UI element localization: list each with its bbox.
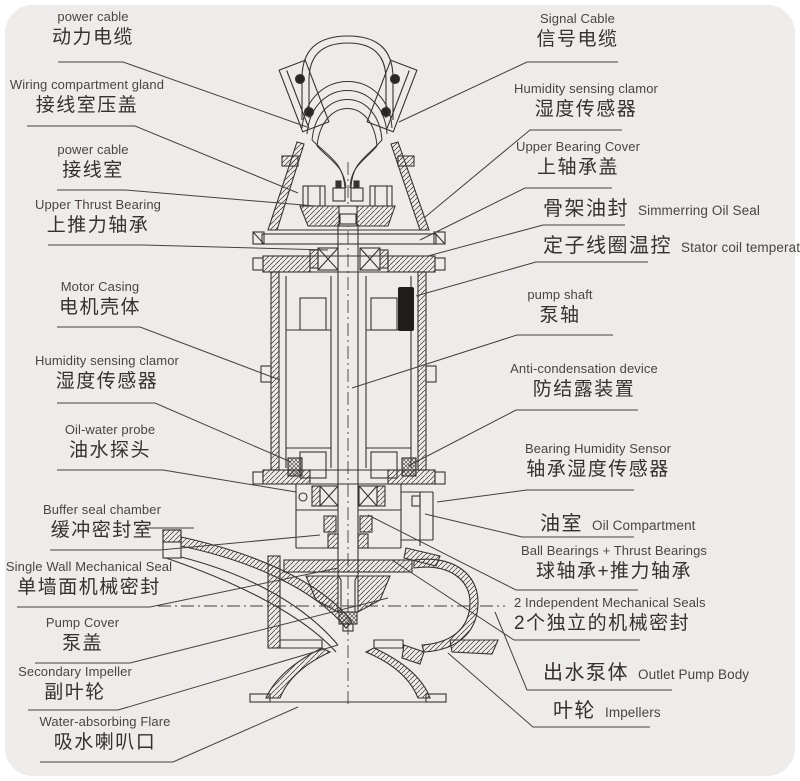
cable-clamps (278, 59, 418, 133)
water-absorbing-flare (249, 647, 447, 703)
motor-top-flange (252, 255, 446, 273)
top-cone-shell (267, 141, 430, 231)
upper-thrust-bearing (309, 247, 389, 271)
power-cables (301, 81, 393, 200)
bearing-and-oil-compartment (295, 484, 434, 549)
stator-windings (285, 276, 412, 479)
motor-bottom-flange (252, 457, 446, 485)
wiring-compartment (299, 180, 396, 227)
compartment-flange (252, 229, 446, 245)
impellers (305, 575, 391, 632)
pump-cover (267, 555, 413, 649)
pump-shaft (337, 213, 359, 612)
pump-drawing (162, 35, 499, 703)
stator-temp-sensor (398, 287, 414, 331)
leader-lines (17, 61, 672, 763)
casing-bottom-plate (279, 639, 404, 649)
